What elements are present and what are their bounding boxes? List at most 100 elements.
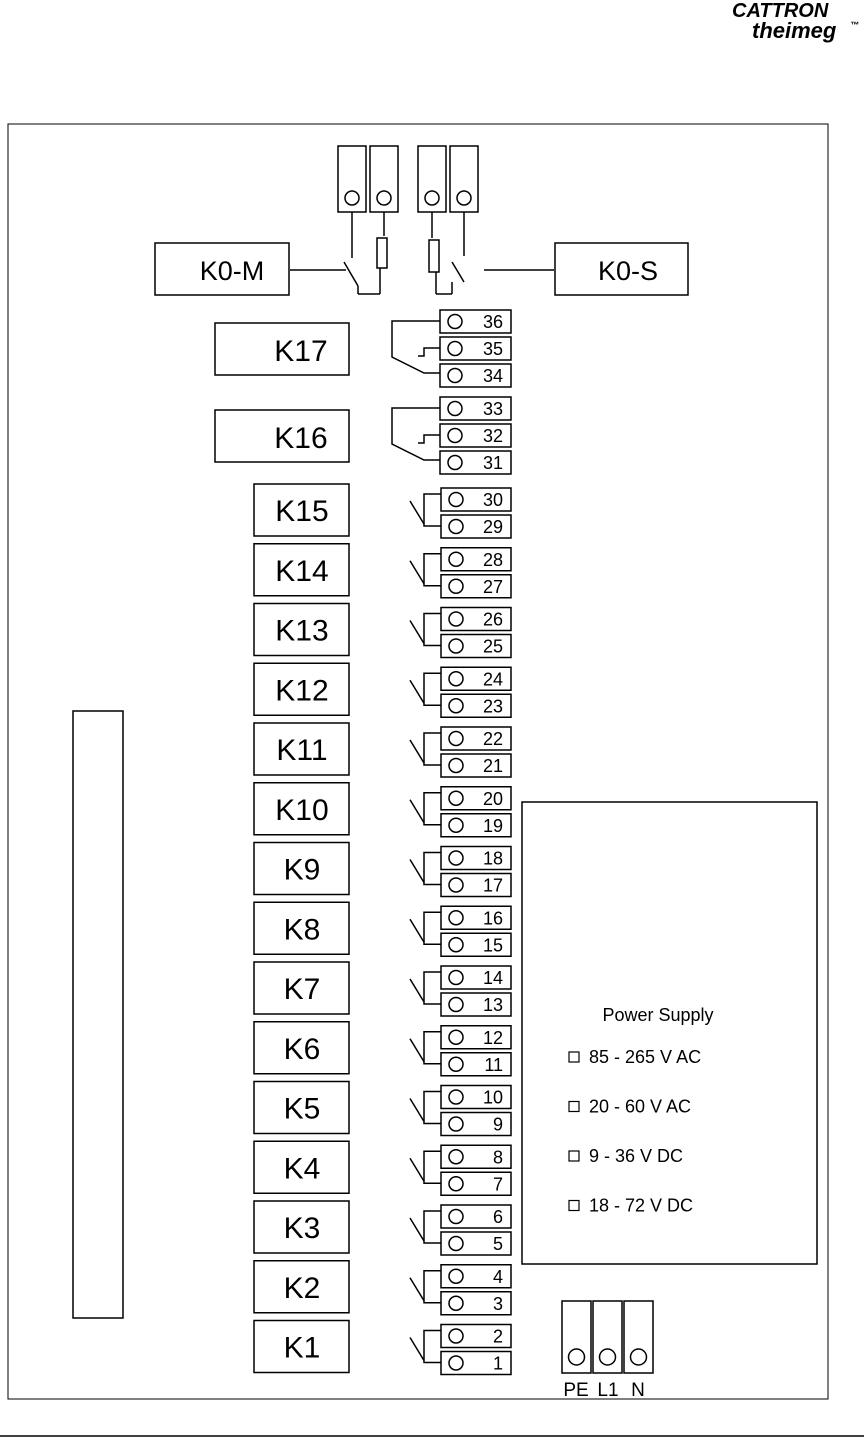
terminal-26: 26: [441, 608, 511, 631]
terminal-35: 35: [440, 337, 511, 360]
screw-icon: [449, 971, 463, 985]
terminal-number: 26: [483, 610, 503, 630]
terminal-number: 28: [483, 550, 503, 570]
terminal-5: 5: [441, 1232, 511, 1255]
mains-terminal-label: PE: [563, 1380, 588, 1401]
terminal-16: 16: [441, 906, 511, 929]
terminal-14: 14: [441, 966, 511, 989]
relay-switch-blade: [410, 621, 424, 644]
screw-icon: [449, 851, 463, 865]
terminal-3: 3: [441, 1292, 511, 1315]
relay-contact: [424, 1271, 441, 1303]
terminal-12: 12: [441, 1026, 511, 1049]
relay-k16: K16 33 32 31: [215, 397, 511, 474]
terminal-number: 31: [483, 453, 503, 473]
screw-icon: [449, 612, 463, 626]
terminal-number: 22: [483, 729, 503, 749]
terminal-18: 18: [441, 847, 511, 870]
terminal-6: 6: [441, 1205, 511, 1228]
screw-icon: [448, 456, 462, 470]
relay-label: K9: [284, 854, 321, 887]
terminal-2: 2: [441, 1325, 511, 1348]
fuse-icon: [377, 238, 387, 268]
relay-k17: K17363534: [215, 310, 511, 387]
relay-contact: [424, 1151, 441, 1183]
screw-icon: [600, 1349, 616, 1365]
relay-k8: K8 16 15: [254, 902, 511, 956]
relay-switch-blade: [410, 740, 424, 763]
screw-icon: [449, 732, 463, 746]
relay-label: K2: [284, 1272, 321, 1305]
terminal-number: 32: [483, 426, 503, 446]
screw-icon: [425, 191, 439, 205]
terminal-number: 10: [483, 1088, 503, 1108]
terminal-number: 2: [493, 1327, 503, 1347]
relay-label: K8: [284, 913, 321, 946]
terminal-number: 17: [483, 876, 503, 896]
relay-label: K7: [284, 973, 321, 1006]
relay-contact: [424, 554, 441, 586]
relay-contact: [424, 1092, 441, 1124]
relay-common-contact: [418, 348, 440, 356]
relay-k12: K122423: [254, 663, 511, 717]
screw-icon: [377, 191, 391, 205]
terminal-13: 13: [441, 993, 511, 1016]
relay-contact: [424, 673, 441, 705]
terminal-number: 4: [493, 1267, 503, 1287]
cattron-theimeg-logo: CATTRON theimeg ™: [732, 0, 859, 43]
relay-switch-blade: [410, 501, 424, 524]
relay-label: K16: [274, 422, 327, 455]
relay-label: K6: [284, 1033, 321, 1066]
terminal-11: 11: [441, 1053, 511, 1076]
relay-switch-blade: [410, 919, 424, 942]
voltage-option-label: 20 - 60 V AC: [589, 1097, 691, 1117]
voltage-option: 85 - 265 V AC: [569, 1047, 701, 1067]
relay-label: K4: [284, 1152, 321, 1185]
terminal-28: 28: [441, 548, 511, 571]
screw-icon: [449, 791, 463, 805]
screw-icon: [449, 818, 463, 832]
logo-bottom-text: theimeg: [752, 18, 837, 43]
mains-terminal-n: N: [624, 1301, 653, 1401]
screw-icon: [449, 998, 463, 1012]
screw-icon: [449, 639, 463, 653]
screw-icon: [569, 1349, 585, 1365]
screw-icon: [449, 493, 463, 507]
terminal-number: 25: [483, 637, 503, 657]
relay-contact: [424, 972, 441, 1004]
terminal-33: 33: [440, 397, 511, 420]
terminal-32: 32: [440, 424, 511, 447]
terminal-number: 19: [483, 816, 503, 836]
terminal-number: 21: [483, 756, 503, 776]
relay-switch-blade: [410, 979, 424, 1002]
relay-switch-blade: [410, 680, 424, 703]
relay-switch-blade: [410, 1218, 424, 1241]
terminal-number: 5: [493, 1234, 503, 1254]
terminal-4: 4: [441, 1265, 511, 1288]
power-supply-title: Power Supply: [602, 1005, 713, 1025]
relay-label: K17: [274, 335, 327, 368]
terminal-number: 9: [493, 1115, 503, 1135]
screw-icon: [449, 911, 463, 925]
relay-contact: [392, 408, 440, 460]
terminal-10: 10: [441, 1086, 511, 1109]
screw-icon: [449, 759, 463, 773]
voltage-option-label: 18 - 72 V DC: [589, 1196, 693, 1216]
fuse-icon: [429, 240, 439, 272]
relay-switch-blade: [410, 800, 424, 823]
terminal-number: 7: [493, 1174, 503, 1194]
relay-label: K14: [275, 555, 328, 588]
terminal-number: 6: [493, 1207, 503, 1227]
terminal-number: 16: [483, 908, 503, 928]
terminal-15: 15: [441, 933, 511, 956]
relay-contact: [424, 1331, 441, 1363]
voltage-option-label: 85 - 265 V AC: [589, 1047, 701, 1067]
screw-icon: [631, 1349, 647, 1365]
relay-contact: [392, 321, 440, 373]
relay-contact: [424, 614, 441, 646]
relay-k10: K102019: [254, 783, 511, 837]
relay-switch-blade: [410, 561, 424, 584]
